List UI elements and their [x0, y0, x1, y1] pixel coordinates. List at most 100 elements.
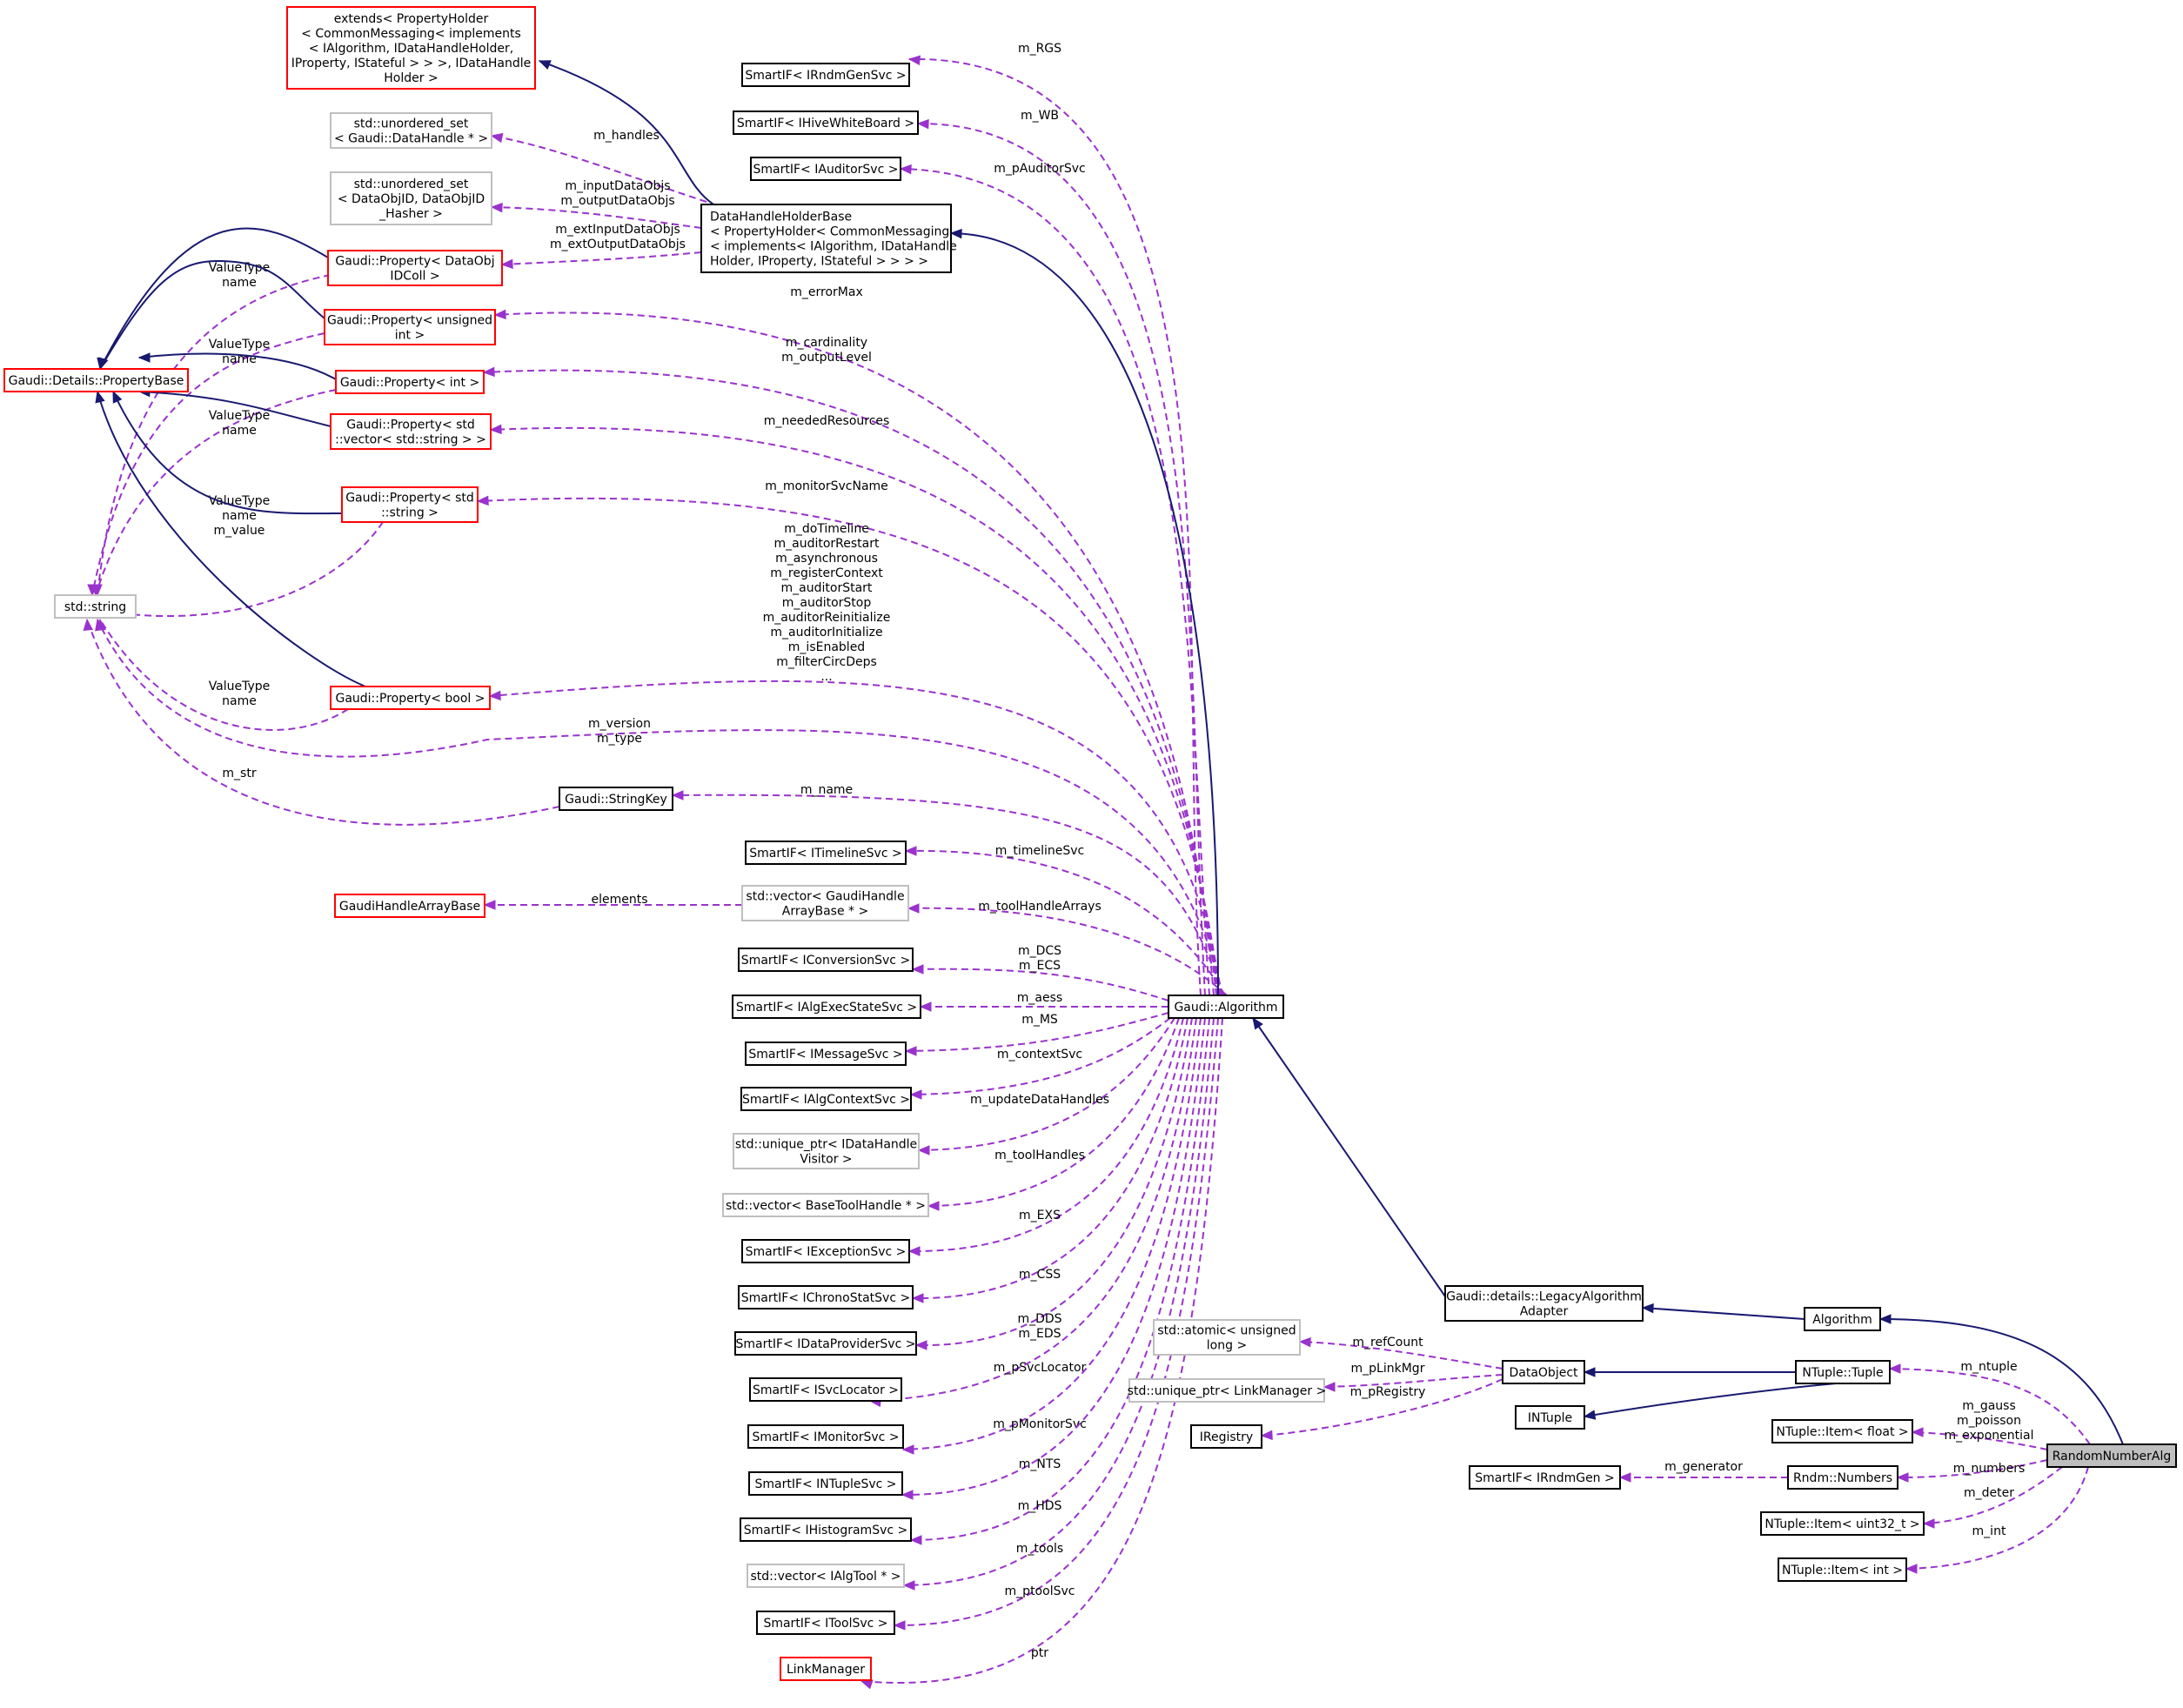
arrowhead — [860, 1679, 874, 1690]
arrowhead — [1260, 1430, 1273, 1441]
node-label: SmartIF< ITimelineSvc > — [749, 847, 901, 861]
arrowhead — [90, 584, 101, 597]
node-label: Gaudi::Property< std — [346, 419, 475, 432]
node-label: ::vector< std::string > > — [335, 433, 486, 447]
node-box — [741, 885, 909, 921]
node-stdstring[interactable]: std::string — [54, 594, 137, 619]
node-extends-ph[interactable]: extends< PropertyHolder< CommonMessaging… — [286, 6, 536, 90]
node-prop-vecstr[interactable]: Gaudi::Property< std::vector< std::strin… — [330, 413, 492, 450]
node-conversionsvc[interactable]: SmartIF< IConversionSvc > — [738, 948, 914, 972]
node-item-uint32[interactable]: NTuple::Item< uint32_t > — [1760, 1511, 1925, 1536]
node-label: SmartIF< ISvcLocator > — [753, 1383, 899, 1397]
edge-line — [917, 122, 1206, 996]
edge-line — [97, 391, 366, 687]
node-label: std::vector< IAlgTool * > — [751, 1570, 901, 1584]
node-box — [1771, 1419, 1913, 1443]
node-algexec[interactable]: SmartIF< IAlgExecStateSvc > — [732, 995, 921, 1019]
node-label: < CommonMessaging< implements — [301, 27, 521, 41]
node-toolsvc[interactable]: SmartIF< IToolSvc > — [756, 1611, 895, 1635]
node-gaudialgorithm[interactable]: Gaudi::Algorithm — [1168, 995, 1284, 1019]
node-vec-algtool[interactable]: std::vector< IAlgTool * > — [747, 1564, 905, 1588]
node-intuple[interactable]: INTuple — [1515, 1405, 1585, 1430]
node-box — [749, 1377, 902, 1402]
node-linkmanager[interactable]: LinkManager — [780, 1657, 872, 1681]
node-prop-string[interactable]: Gaudi::Property< std::string > — [341, 486, 479, 523]
arrowhead — [949, 228, 962, 239]
node-box — [756, 1611, 895, 1635]
node-prop-bool[interactable]: Gaudi::Property< bool > — [330, 686, 491, 710]
node-rndm-numbers[interactable]: Rndm::Numbers — [1787, 1465, 1898, 1490]
node-algorithm[interactable]: Algorithm — [1804, 1307, 1881, 1331]
inheritance-prop-int — [137, 352, 337, 380]
node-label: std::vector< GaudiHandle — [746, 890, 904, 904]
edge-label: m_numbers — [1953, 1462, 2026, 1476]
node-ntuplesvc[interactable]: SmartIF< INTupleSvc > — [748, 1471, 903, 1496]
node-item-int[interactable]: NTuple::Item< int > — [1778, 1557, 1907, 1582]
inheritance-rna-alg — [1878, 1314, 2124, 1445]
edge-line — [908, 57, 1202, 996]
edge-label: m_DDS — [1017, 1312, 1061, 1326]
edge-line — [91, 332, 325, 596]
node-label: < PropertyHolder< CommonMessaging — [710, 225, 949, 239]
node-prop-int[interactable]: Gaudi::Property< int > — [335, 370, 485, 394]
node-dataobject[interactable]: DataObject — [1502, 1360, 1585, 1384]
node-messagesvc[interactable]: SmartIF< IMessageSvc > — [745, 1042, 907, 1066]
edge-ms: m_MS — [904, 1012, 1169, 1056]
edge-line — [1323, 1374, 1503, 1388]
node-svclocator[interactable]: SmartIF< ISvcLocator > — [749, 1377, 902, 1402]
edge-label: m_WB — [1021, 109, 1059, 123]
node-unordered-set-dh[interactable]: std::unordered_set< Gaudi::DataHandle * … — [330, 112, 492, 149]
node-uptr-lm[interactable]: std::unique_ptr< LinkManager > — [1128, 1378, 1327, 1403]
edge-line — [1897, 1459, 2048, 1478]
arrowhead — [901, 1444, 914, 1455]
node-iregistry[interactable]: IRegistry — [1190, 1424, 1262, 1449]
node-box — [330, 171, 492, 225]
node-rndmgensvc[interactable]: SmartIF< IRndmGenSvc > — [741, 63, 910, 87]
node-item-float[interactable]: NTuple::Item< float > — [1771, 1419, 1913, 1443]
node-timelinesvc[interactable]: SmartIF< ITimelineSvc > — [745, 841, 907, 865]
node-label: Gaudi::Property< unsigned — [327, 314, 492, 328]
edge-line — [860, 1017, 1223, 1684]
node-vec-gha[interactable]: std::vector< GaudiHandleArrayBase * > — [741, 885, 909, 921]
arrowhead — [96, 618, 106, 632]
edge-elements: elements — [483, 893, 742, 910]
node-monitorsvc[interactable]: SmartIF< IMonitorSvc > — [747, 1424, 904, 1449]
node-box — [341, 486, 479, 523]
node-dhhb[interactable]: DataHandleHolderBase< PropertyHolder< Co… — [700, 204, 957, 273]
node-vec-btool[interactable]: std::vector< BaseToolHandle * > — [722, 1193, 929, 1217]
edge-line — [908, 1017, 1184, 1253]
edge-line — [907, 907, 1228, 996]
node-histogramsvc[interactable]: SmartIF< IHistogramSvc > — [740, 1517, 912, 1542]
edge-line — [491, 206, 702, 229]
node-dataprovider[interactable]: SmartIF< IDataProviderSvc > — [734, 1331, 917, 1356]
node-stringkey[interactable]: Gaudi::StringKey — [559, 787, 673, 811]
node-unordered-set-dobj[interactable]: std::unordered_set< DataObjID, DataObjID… — [330, 171, 492, 225]
edge-line — [112, 391, 343, 515]
arrowhead — [1905, 1564, 1918, 1574]
node-auditorsvc[interactable]: SmartIF< IAuditorSvc > — [750, 157, 901, 181]
node-propbase[interactable]: Gaudi::Details::PropertyBase — [3, 368, 189, 392]
node-irndmgen[interactable]: SmartIF< IRndmGen > — [1469, 1465, 1621, 1490]
node-ntuple-tuple[interactable]: NTuple::Tuple — [1795, 1360, 1891, 1384]
edge-label: m_neededResources — [764, 414, 890, 428]
node-gaudihandlearraybase[interactable]: GaudiHandleArrayBase — [334, 894, 485, 918]
node-label: Gaudi::StringKey — [565, 793, 667, 807]
node-hivewb[interactable]: SmartIF< IHiveWhiteBoard > — [733, 111, 919, 135]
edge-line — [910, 1017, 1210, 1541]
node-label: SmartIF< IToolSvc > — [763, 1617, 887, 1631]
edge-label: m_auditorStart — [781, 581, 873, 595]
edge-label: m_isEnabled — [788, 640, 865, 654]
node-box — [733, 111, 919, 135]
node-chronostat[interactable]: SmartIF< IChronoStatSvc > — [738, 1285, 914, 1309]
node-exceptionsvc[interactable]: SmartIF< IExceptionSvc > — [741, 1239, 910, 1263]
edge-line — [97, 619, 1223, 996]
node-randomnumberalg[interactable]: RandomNumberAlg — [2046, 1443, 2177, 1468]
node-algcontext[interactable]: SmartIF< IAlgContextSvc > — [740, 1087, 912, 1111]
